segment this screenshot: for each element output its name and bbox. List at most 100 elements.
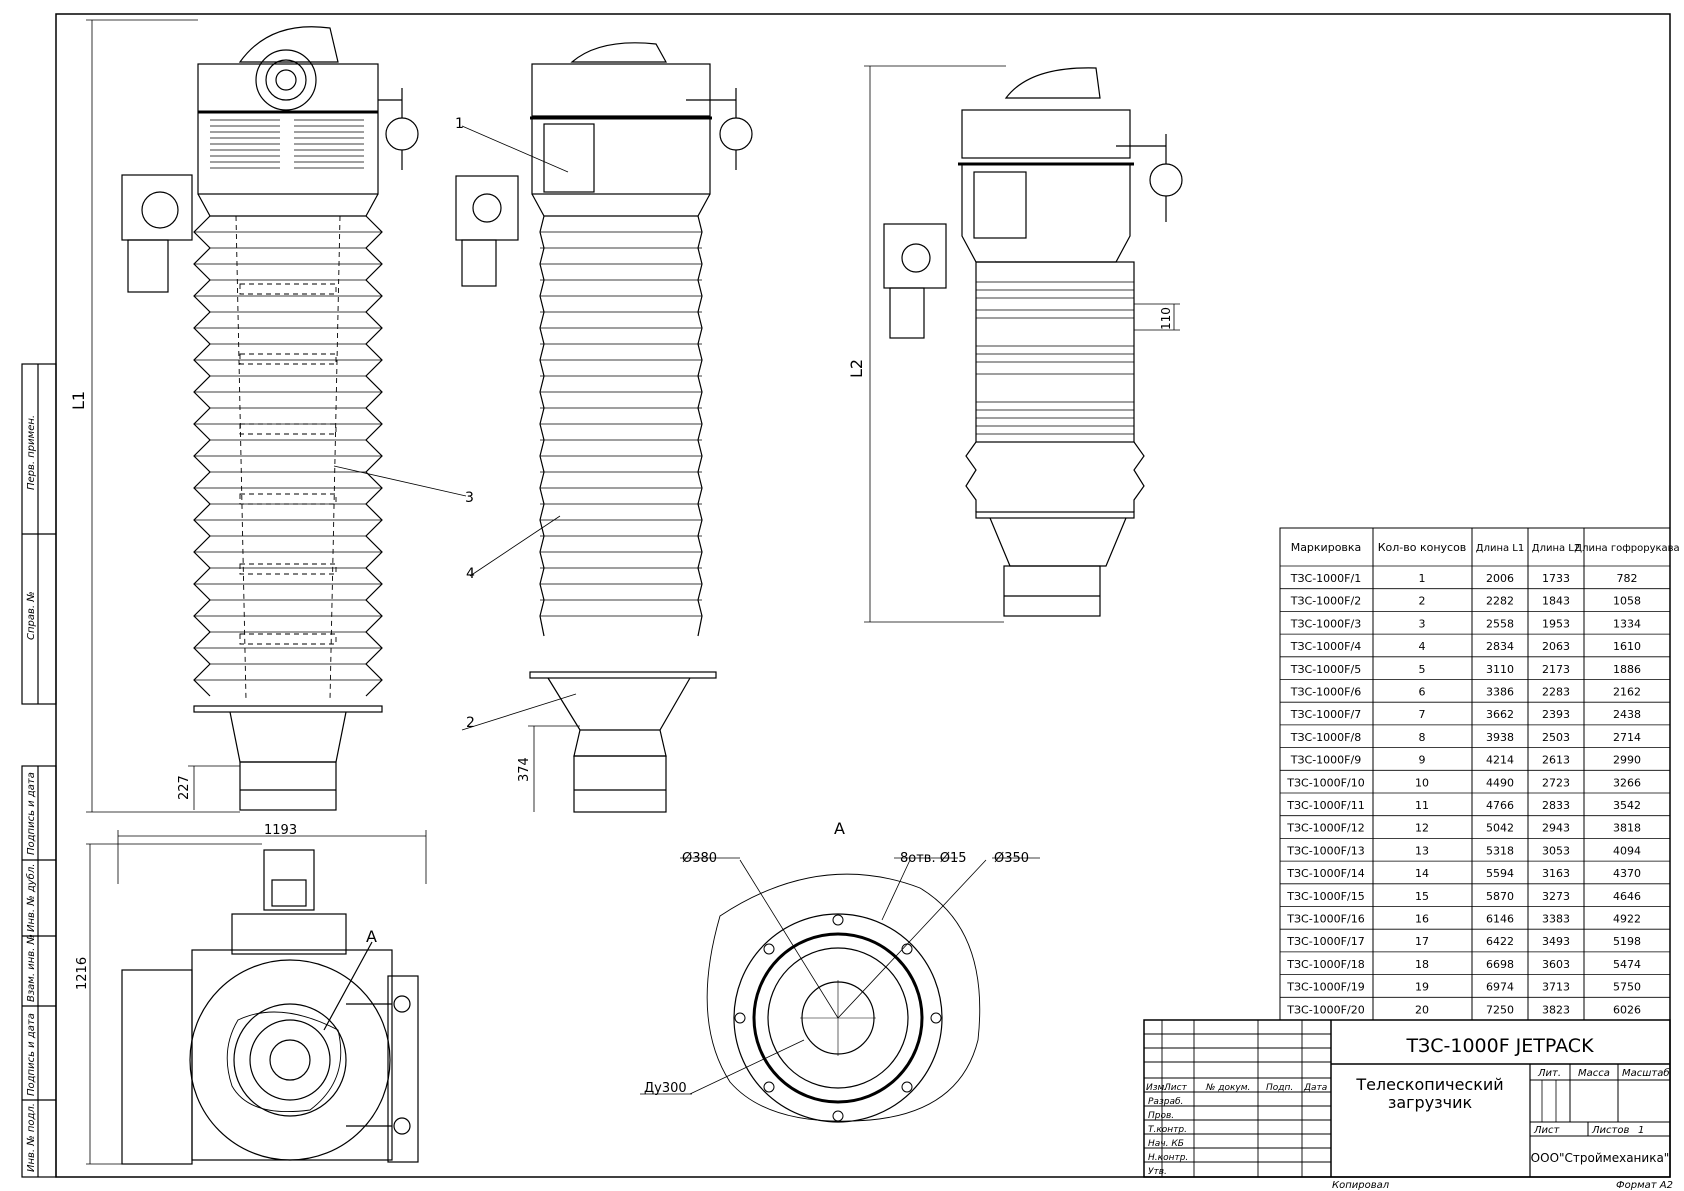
table-cell: 5750 (1613, 981, 1641, 994)
table-cell: 3386 (1486, 686, 1514, 699)
table-cell: 3542 (1613, 799, 1641, 812)
table-cell: ТЗС-1000F/12 (1286, 822, 1364, 835)
tb-sheets-count: 1 (1638, 1125, 1644, 1136)
table-cell: 6146 (1486, 913, 1514, 926)
footer-format: Формат А2 (1616, 1180, 1673, 1191)
table-cell: 4370 (1613, 867, 1641, 880)
table-header-cell: Длина L2 (1532, 543, 1580, 554)
table-cell: 3053 (1542, 844, 1570, 857)
strip-label: Подпись и дата (26, 1013, 37, 1096)
callout-3: 3 (465, 490, 474, 506)
detail-a-title: A (834, 819, 845, 838)
table-cell: ТЗС-1000F/18 (1286, 958, 1364, 971)
strip-label: Перв. примен. (26, 415, 37, 490)
table-cell: ТЗС-1000F/13 (1286, 844, 1364, 857)
table-cell: 4922 (1613, 913, 1641, 926)
dim-L2-label: L2 (847, 359, 866, 378)
table-cell: ТЗС-1000F/2 (1290, 595, 1361, 608)
table-cell: 13 (1415, 844, 1429, 857)
table-header-cell: Маркировка (1291, 541, 1362, 554)
table-cell: 3 (1419, 617, 1426, 630)
tb-mass-label: Масса (1578, 1068, 1610, 1079)
tb-role: Пров. (1148, 1111, 1174, 1121)
table-cell: 782 (1617, 572, 1638, 585)
table-cell: ТЗС-1000F/1 (1290, 572, 1361, 585)
table-cell: 15 (1415, 890, 1429, 903)
table-cell: 6 (1419, 686, 1426, 699)
detail-d380-label: Ø380 (682, 851, 717, 866)
table-cell: ТЗС-1000F/3 (1290, 617, 1361, 630)
tb-col-header: № докум. (1205, 1083, 1250, 1093)
strip-label: Инв. № подл. (26, 1103, 37, 1172)
product-name-line1: Телескопический (1355, 1075, 1503, 1094)
table-cell: 7 (1419, 708, 1426, 721)
table-cell: 2 (1419, 595, 1426, 608)
table-cell: 2834 (1486, 640, 1514, 653)
table-cell: 2503 (1542, 731, 1570, 744)
tb-role: Н.контр. (1148, 1153, 1188, 1163)
table-cell: 17 (1415, 935, 1429, 948)
loader-top-view (121, 849, 419, 1165)
table-cell: 1334 (1613, 617, 1641, 630)
tb-col-header: Подп. (1266, 1083, 1293, 1093)
tb-role: Т.контр. (1148, 1125, 1187, 1135)
table-cell: 2162 (1613, 686, 1641, 699)
table-cell: ТЗС-1000F/11 (1286, 799, 1364, 812)
dimension-lines (86, 19, 1180, 1165)
table-cell: 5198 (1613, 935, 1641, 948)
table-cell: 3493 (1542, 935, 1570, 948)
table-cell: ТЗС-1000F/15 (1286, 890, 1364, 903)
tb-col-header: Изм. (1146, 1083, 1167, 1093)
footer-copied: Копировал (1332, 1180, 1390, 1191)
strip-label: Справ. № (26, 591, 37, 640)
table-row: ТЗС-1000F/11 11 4766 2833 3542 (1286, 799, 1641, 812)
table-cell: 4214 (1486, 754, 1514, 767)
table-cell: 16 (1415, 913, 1429, 926)
table-cell: 4766 (1486, 799, 1514, 812)
table-cell: 2833 (1542, 799, 1570, 812)
table-cell: 3818 (1613, 822, 1641, 835)
table-cell: 1 (1419, 572, 1426, 585)
callout-2: 2 (466, 715, 475, 731)
tb-sheet-label: Лист (1533, 1125, 1561, 1136)
table-cell: 2283 (1542, 686, 1570, 699)
table-cell: 18 (1415, 958, 1429, 971)
dim-1193-label: 1193 (264, 823, 297, 838)
table-cell: ТЗС-1000F/5 (1290, 663, 1361, 676)
table-cell: 5318 (1486, 844, 1514, 857)
table-cell: ТЗС-1000F/7 (1290, 708, 1361, 721)
dim-374-label: 374 (517, 757, 532, 782)
table-cell: 12 (1415, 822, 1429, 835)
table-cell: 2558 (1486, 617, 1514, 630)
table-cell: ТЗС-1000F/14 (1286, 867, 1364, 880)
loader-side-view (455, 42, 753, 813)
product-name-line2: загрузчик (1388, 1093, 1473, 1112)
table-cell: 2173 (1542, 663, 1570, 676)
dim-110-label: 110 (1159, 307, 1173, 330)
table-header-cell: Длина L1 (1476, 543, 1524, 554)
table-cell: 5594 (1486, 867, 1514, 880)
company-name: ООО"Строймеханика" (1531, 1151, 1670, 1165)
table-cell: ТЗС-1000F/9 (1290, 754, 1361, 767)
detail-a-view (640, 857, 1040, 1123)
table-cell: 3266 (1613, 776, 1641, 789)
table-cell: 11 (1415, 799, 1429, 812)
table-cell: ТЗС-1000F/8 (1290, 731, 1361, 744)
table-cell: 4490 (1486, 776, 1514, 789)
table-cell: 5042 (1486, 822, 1514, 835)
tb-role: Нач. КБ (1148, 1139, 1184, 1149)
loader-retracted-view (883, 67, 1183, 617)
table-cell: 2723 (1542, 776, 1570, 789)
callout-1: 1 (455, 116, 464, 132)
title-block (1143, 1019, 1671, 1178)
detail-d350-label: Ø350 (994, 851, 1029, 866)
table-cell: 8 (1419, 731, 1426, 744)
table-cell: 6698 (1486, 958, 1514, 971)
